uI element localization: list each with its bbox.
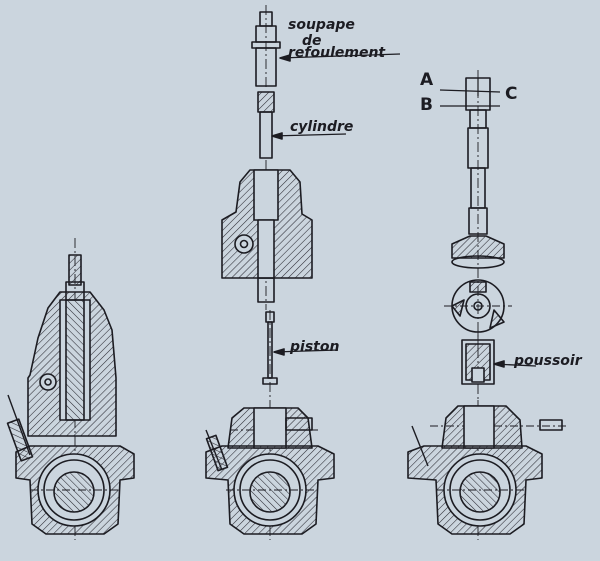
label-soupape: soupape: [288, 17, 355, 33]
pump-assembly-section: [6, 238, 135, 540]
pump-body-part: [221, 160, 313, 310]
piston-part: [262, 310, 339, 400]
label-b: B: [420, 95, 433, 115]
label-c: C: [505, 84, 518, 104]
crankcase-right: [407, 400, 568, 540]
label-de: de: [302, 33, 322, 49]
label-poussoir: poussoir: [514, 353, 582, 369]
crankcase-center: [205, 400, 335, 540]
cylinder-part: [257, 91, 347, 159]
label-cylindre: cylindre: [290, 119, 354, 135]
label-piston: piston: [290, 339, 340, 355]
label-refoulement: refoulement: [288, 45, 386, 61]
label-a: A: [420, 70, 434, 90]
control-sleeve-part: [439, 70, 505, 350]
tappet-part: [461, 330, 537, 400]
delivery-valve-part: [251, 5, 401, 90]
